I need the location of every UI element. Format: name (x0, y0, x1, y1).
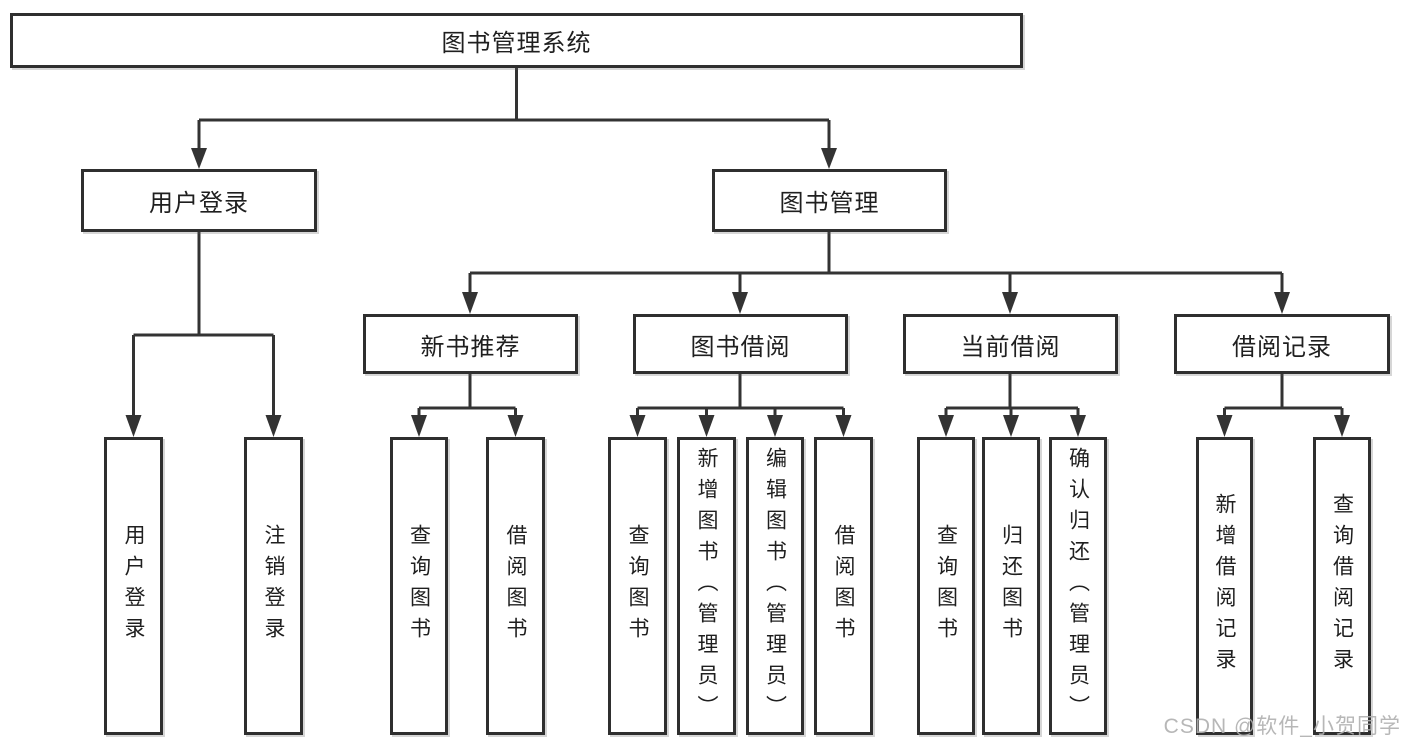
leaf-cb-confirm-return-label: 确认归还（管理员） (1066, 446, 1090, 726)
leaf-nbr-borrow-books: 借阅图书 (486, 437, 545, 735)
leaf-bb-edit-books: 编辑图书（管理员） (746, 437, 804, 735)
node-book-borrow-label: 图书借阅 (690, 333, 791, 361)
leaf-nbr-borrow-books-label: 借阅图书 (504, 524, 527, 648)
node-borrow-records-label: 借阅记录 (1232, 333, 1332, 361)
node-book-borrow: 图书借阅 (633, 314, 848, 374)
leaf-nbr-query-books-label: 查询图书 (407, 524, 431, 648)
watermark: CSDN @软件_小贺同学 (1163, 715, 1401, 738)
leaf-cb-query-books: 查询图书 (917, 437, 975, 735)
connector-user-login-to-leaves (125, 232, 282, 437)
leaf-cb-confirm-return: 确认归还（管理员） (1049, 437, 1107, 735)
leaf-br-add-record: 新增借阅记录 (1196, 437, 1253, 735)
leaf-logout: 注销登录 (244, 437, 303, 735)
connector-new-book-rec-to-leaves (411, 374, 524, 437)
leaf-user-login-label: 用户登录 (122, 524, 145, 648)
leaf-bb-add-books-label: 新增图书（管理员） (695, 446, 718, 726)
node-borrow-records: 借阅记录 (1174, 314, 1390, 374)
node-book-mgmt: 图书管理 (712, 169, 947, 232)
node-book-mgmt-label: 图书管理 (779, 190, 880, 217)
node-user-login-label: 用户登录 (149, 190, 249, 217)
leaf-bb-borrow-books: 借阅图书 (814, 437, 873, 735)
node-new-book-rec: 新书推荐 (363, 314, 578, 374)
connector-root-to-branches (191, 68, 837, 169)
connector-book-mgmt-to-modules (462, 232, 1290, 314)
leaf-nbr-query-books: 查询图书 (390, 437, 448, 735)
leaf-logout-label: 注销登录 (262, 524, 285, 648)
leaf-bb-edit-books-label: 编辑图书（管理员） (763, 446, 787, 726)
leaf-bb-borrow-books-label: 借阅图书 (832, 524, 855, 648)
node-root-label: 图书管理系统 (441, 30, 592, 57)
node-root: 图书管理系统 (10, 13, 1023, 68)
leaf-cb-query-books-label: 查询图书 (934, 524, 958, 648)
leaf-br-add-record-label: 新增借阅记录 (1213, 493, 1236, 679)
leaf-br-query-record: 查询借阅记录 (1313, 437, 1371, 735)
connector-borrow-records-to-leaves (1216, 374, 1350, 437)
leaf-bb-query-books-label: 查询图书 (626, 524, 649, 648)
node-new-book-rec-label: 新书推荐 (420, 333, 521, 361)
node-current-borrow-label: 当前借阅 (960, 333, 1061, 361)
leaf-bb-query-books: 查询图书 (608, 437, 667, 735)
node-current-borrow: 当前借阅 (903, 314, 1118, 374)
leaf-bb-add-books: 新增图书（管理员） (677, 437, 736, 735)
leaf-cb-return-books: 归还图书 (982, 437, 1040, 735)
node-user-login: 用户登录 (81, 169, 317, 232)
leaf-br-query-record-label: 查询借阅记录 (1330, 493, 1354, 679)
connector-book-borrow-to-leaves (629, 374, 852, 437)
leaf-user-login: 用户登录 (104, 437, 163, 735)
leaf-cb-return-books-label: 归还图书 (999, 524, 1023, 648)
connector-current-borrow-to-leaves (938, 374, 1086, 437)
